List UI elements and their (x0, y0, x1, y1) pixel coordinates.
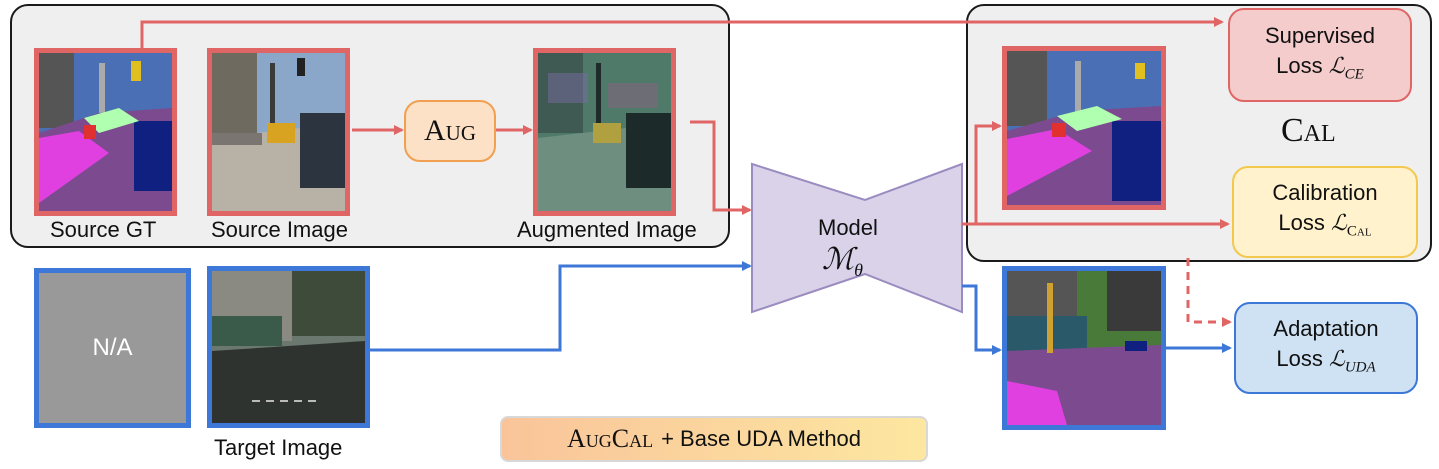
supervised-loss-line2: Loss ℒCE (1276, 52, 1364, 83)
target-image-caption: Target Image (214, 435, 343, 460)
calibration-loss-box: Calibration Loss ℒCal (1232, 166, 1418, 258)
aug-label: Aug (424, 114, 476, 147)
calibration-loss-line1: Calibration (1272, 179, 1378, 205)
adaptation-loss-line1: Adaptation (1273, 315, 1379, 341)
source-gt-caption: Source GT (50, 217, 157, 242)
augmented-image (533, 48, 676, 216)
cal-label-text: Cal (1281, 112, 1336, 149)
na-label: N/A (92, 334, 133, 361)
adaptation-loss-line2: Loss ℒUDA (1276, 345, 1376, 376)
supervised-loss-box: Supervised Loss ℒCE (1228, 8, 1412, 102)
footer-method: AugCal (566, 424, 654, 453)
model-symbol-sub: θ (854, 260, 863, 280)
target-prediction-image (1002, 266, 1166, 430)
adaptation-loss-box: Adaptation Loss ℒUDA (1234, 302, 1418, 394)
model-symbol-main: ℳ (822, 243, 855, 276)
supervised-loss-line1: Supervised (1264, 22, 1376, 48)
source-image (207, 48, 350, 216)
target-image (207, 266, 370, 428)
source-image-caption: Source Image (211, 217, 348, 242)
augmented-image-caption: Augmented Image (517, 217, 697, 242)
aug-box: Aug (404, 100, 496, 162)
method-footer: AugCal + Base UDA Method (500, 416, 928, 462)
cal-label: Cal (1281, 112, 1336, 150)
model-symbol: ℳθ (822, 242, 863, 281)
model-label: Model (818, 215, 878, 240)
calibration-loss-line2: Loss ℒCal (1278, 209, 1372, 240)
footer-suffix: + Base UDA Method (661, 426, 862, 451)
model-shape (751, 162, 963, 314)
source-gt-image (34, 48, 177, 216)
na-box: N/A (34, 268, 191, 428)
source-prediction-image (1002, 46, 1166, 210)
